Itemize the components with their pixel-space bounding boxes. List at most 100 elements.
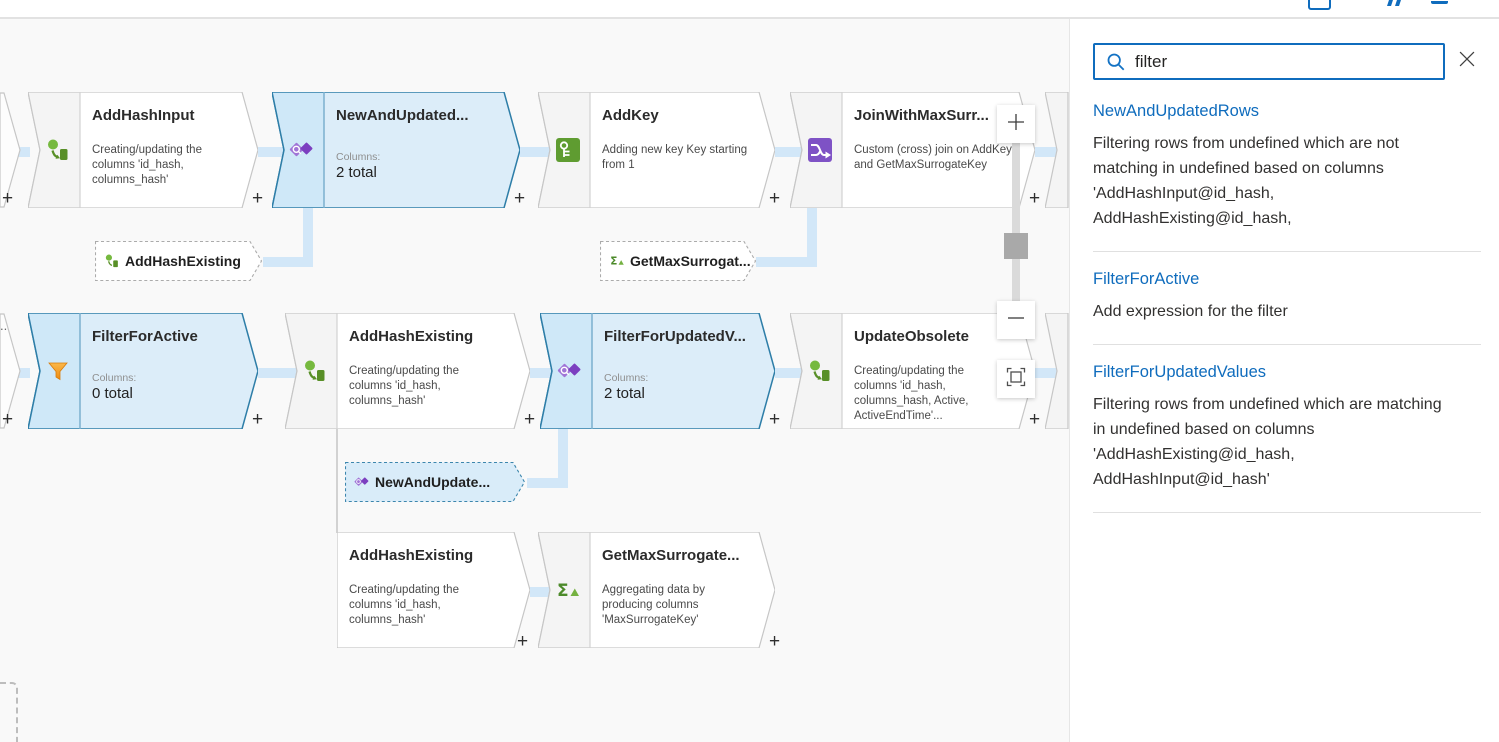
connector-elbow <box>303 208 313 267</box>
derived-column-icon <box>807 358 833 384</box>
zoom-slider-track[interactable] <box>1012 143 1020 303</box>
connector-elbow <box>558 429 568 488</box>
add-transformation-plus[interactable]: + <box>1029 188 1041 209</box>
columns-value: 0 total <box>92 385 133 402</box>
add-transformation-plus[interactable]: + <box>2 409 14 430</box>
transform-node-addhashinput[interactable]: AddHashInput Creating/updating the colum… <box>28 92 258 208</box>
transform-node-filterforupdatedvalues[interactable]: FilterForUpdatedV... Columns: 2 total <box>540 313 775 429</box>
transform-node-updateobsolete[interactable]: UpdateObsolete Creating/updating the col… <box>790 313 1035 429</box>
add-transformation-plus[interactable]: + <box>769 188 781 209</box>
connector-gray <box>336 429 338 533</box>
search-box <box>1093 43 1445 80</box>
aggregate-icon: Σ <box>609 253 625 269</box>
close-search-button[interactable] <box>1453 48 1481 76</box>
add-transformation-plus[interactable]: + <box>524 409 536 430</box>
connector <box>530 587 552 597</box>
badge-label: NewAndUpdate... <box>375 474 491 490</box>
connector-elbow <box>807 208 817 267</box>
transform-node-joinwithmaxsurrogatekey[interactable]: JoinWithMaxSurr... Custom (cross) join o… <box>790 92 1035 208</box>
node-title: AddHashExisting <box>349 328 474 345</box>
toolbar-icon-partial-2[interactable] <box>1387 0 1393 6</box>
node-description: Creating/updating the columns 'id_hash, … <box>854 365 969 422</box>
node-description: Creating/updating the columns 'id_hash, … <box>349 365 459 407</box>
columns-label: Columns: <box>336 151 381 163</box>
connector <box>1035 147 1059 157</box>
zoom-to-fit-button[interactable] <box>997 360 1035 398</box>
node-title: AddKey <box>602 107 659 124</box>
columns-label: Columns: <box>92 372 137 384</box>
columns-label: Columns: <box>604 372 649 384</box>
connector <box>1035 368 1059 378</box>
node-description: Custom (cross) join on AddKey and GetMax… <box>854 144 1012 171</box>
node-description: Creating/updating the columns 'id_hash, … <box>92 144 202 186</box>
upstream-node-partial[interactable] <box>0 313 22 429</box>
node-title: FilterForUpdatedV... <box>604 328 746 345</box>
add-transformation-plus[interactable]: + <box>769 631 781 652</box>
zoom-slider-thumb[interactable] <box>1004 233 1028 259</box>
svg-text:Σ: Σ <box>557 581 569 601</box>
svg-text:Σ: Σ <box>610 256 617 268</box>
node-title: FilterForActive <box>92 328 198 345</box>
columns-value: 2 total <box>604 385 645 402</box>
add-transformation-plus[interactable]: + <box>769 409 781 430</box>
surrogate-key-icon <box>555 137 581 163</box>
columns-value: 2 total <box>336 164 377 181</box>
filter-icon <box>45 358 71 384</box>
transform-node-addhashexisting[interactable]: AddHashExisting Creating/updating the co… <box>285 313 530 429</box>
search-results-panel: NewAndUpdatedRows Filtering rows from un… <box>1069 19 1499 742</box>
add-transformation-plus[interactable]: + <box>2 188 14 209</box>
connector <box>16 147 30 157</box>
zoom-out-button[interactable] <box>997 301 1035 339</box>
search-result: FilterForUpdatedValues Filtering rows fr… <box>1093 345 1481 513</box>
downstream-node-partial[interactable] <box>1045 92 1069 208</box>
upstream-node-partial[interactable] <box>0 92 22 208</box>
transform-node-newandupdatedrows[interactable]: NewAndUpdated... Columns: 2 total <box>272 92 520 208</box>
transform-node-filterforactive[interactable]: FilterForActive Columns: 0 total <box>28 313 258 429</box>
stream-badge-getmaxsurrogatekey[interactable]: Σ GetMaxSurrogat... <box>599 240 757 282</box>
search-result-link[interactable]: FilterForActive <box>1093 270 1200 288</box>
connector <box>775 147 804 157</box>
connector <box>258 368 298 378</box>
toolbar-icon-partial-1[interactable] <box>1308 0 1331 10</box>
search-result-description: Add expression for the filter <box>1093 303 1288 320</box>
exists-icon <box>289 137 315 163</box>
search-input[interactable] <box>1095 45 1443 78</box>
add-transformation-plus[interactable]: + <box>1029 409 1041 430</box>
node-description: Creating/updating the columns 'id_hash, … <box>349 584 459 626</box>
fit-to-screen-icon <box>1006 367 1026 392</box>
stream-badge-newandupdatedrows[interactable]: NewAndUpdate... <box>344 461 526 503</box>
badge-label: GetMaxSurrogat... <box>630 253 751 269</box>
search-result-link[interactable]: FilterForUpdatedValues <box>1093 363 1267 381</box>
node-title: JoinWithMaxSurr... <box>854 107 989 124</box>
add-transformation-plus[interactable]: + <box>514 188 526 209</box>
transform-node-addhashexisting-2[interactable]: AddHashExisting Creating/updating the co… <box>337 532 530 648</box>
search-result-description: Filtering rows from undefined which are … <box>1093 396 1442 488</box>
exists-icon <box>557 358 583 384</box>
node-title: NewAndUpdated... <box>336 107 469 124</box>
transform-node-getmaxsurrogatekey[interactable]: Σ GetMaxSurrogate... Aggregating data by… <box>538 532 775 648</box>
stream-badge-addhashexisting[interactable]: AddHashExisting <box>94 240 263 282</box>
derived-column-icon <box>104 253 120 269</box>
add-transformation-plus[interactable]: + <box>252 188 264 209</box>
truncated-label: .. <box>0 318 8 333</box>
add-transformation-plus[interactable]: + <box>252 409 264 430</box>
derived-column-icon <box>302 358 328 384</box>
connector-elbow <box>263 257 313 267</box>
add-transformation-plus[interactable]: + <box>517 631 529 652</box>
transform-node-addkey[interactable]: AddKey Adding new key Key starting from … <box>538 92 775 208</box>
stream-badge-partial[interactable] <box>0 682 18 742</box>
aggregate-icon: Σ <box>555 577 581 603</box>
search-result-link[interactable]: NewAndUpdatedRows <box>1093 102 1260 120</box>
toolbar-icon-partial-3[interactable] <box>1431 1 1448 4</box>
zoom-in-button[interactable] <box>997 105 1035 143</box>
search-result-description: Filtering rows from undefined which are … <box>1093 135 1399 227</box>
minus-icon <box>1006 308 1026 333</box>
exists-icon <box>354 474 370 490</box>
toolbar-icon-partial-2b[interactable] <box>1395 0 1401 6</box>
derived-column-icon <box>45 137 71 163</box>
connector <box>530 368 554 378</box>
downstream-node-partial[interactable] <box>1045 313 1069 429</box>
plus-icon <box>1006 112 1026 137</box>
connector-elbow <box>756 257 817 267</box>
join-icon <box>807 137 833 163</box>
